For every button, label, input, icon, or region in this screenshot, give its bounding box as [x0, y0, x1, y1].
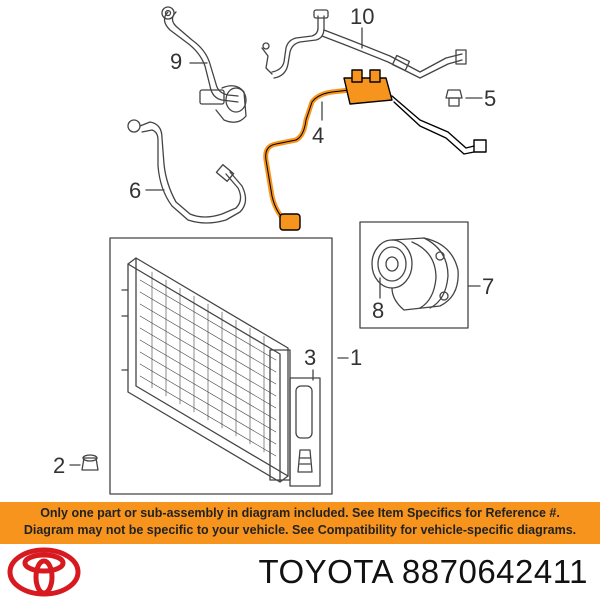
hose-6: [127, 119, 247, 224]
pipe-4-highlight: [263, 69, 487, 231]
condenser-1: [121, 257, 291, 483]
switch-5: [445, 89, 463, 107]
parts-diagram: [69, 6, 487, 495]
compressor-8: [371, 237, 459, 311]
callout-8: 8: [372, 298, 385, 323]
callout-2: 2: [53, 453, 66, 478]
brand-part-number: TOYOTA 8870642411: [258, 553, 588, 590]
callout-9: 9: [170, 49, 183, 74]
hose-9: [161, 6, 247, 123]
callout-7: 7: [482, 274, 495, 299]
compressor-box: [359, 221, 469, 329]
callout-6: 6: [129, 178, 142, 203]
callout-4: 4: [312, 123, 325, 148]
compatibility-notice: Only one part or sub-assembly in diagram…: [0, 502, 600, 544]
callout-3: 3: [304, 345, 317, 370]
pipe-10: [261, 9, 467, 79]
condenser-box: [109, 237, 333, 495]
cap-2: [81, 454, 99, 471]
notice-line-1: Only one part or sub-assembly in diagram…: [40, 506, 560, 520]
callout-10: 10: [350, 4, 375, 29]
callout-1: 1: [350, 345, 363, 370]
notice-line-2: Diagram may not be specific to your vehi…: [23, 523, 577, 537]
toyota-logo-icon: [7, 547, 81, 597]
dryer-3: [289, 377, 321, 487]
callout-5: 5: [484, 86, 497, 111]
